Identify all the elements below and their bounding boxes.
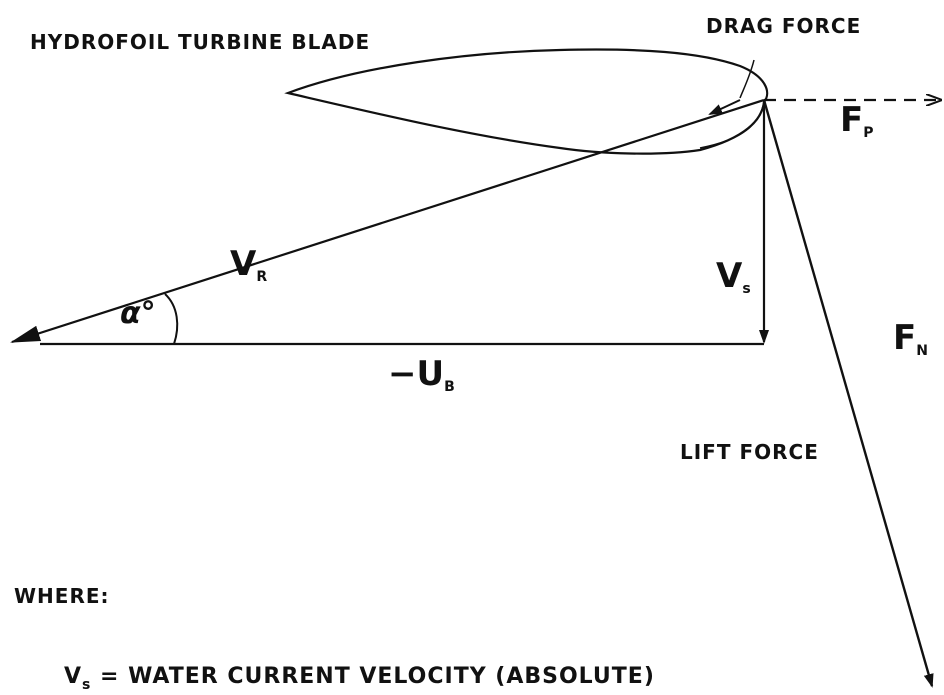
fn-main: F	[893, 318, 917, 358]
fn-sub: N	[916, 343, 928, 359]
hydrofoil-outline	[284, 48, 769, 155]
fp-sub: P	[863, 125, 874, 141]
ub-label: −UB	[388, 354, 455, 395]
ub-sub: B	[444, 379, 455, 395]
vs-sub: s	[742, 281, 751, 297]
where-heading: WHERE:	[14, 584, 110, 608]
fn-lift-vector	[762, 99, 934, 688]
vs-label: Vs	[716, 256, 751, 297]
vr-vector	[10, 98, 765, 344]
legend-line-vs: Vs = WATER CURRENT VELOCITY (ABSOLUTE)	[64, 664, 655, 693]
fp-main: F	[840, 100, 864, 140]
legend-vs-sub: s	[82, 677, 92, 693]
vs-main: V	[716, 256, 743, 296]
legend-vs-text: = WATER CURRENT VELOCITY (ABSOLUTE)	[100, 664, 655, 689]
fp-label: FP	[840, 100, 874, 141]
diagram-title: HYDROFOIL TURBINE BLADE	[30, 30, 371, 54]
legend-vs-symbol: V	[64, 664, 83, 689]
alpha-symbol: α°	[120, 296, 156, 331]
vr-label: VR	[230, 244, 267, 285]
alpha-label: α°	[120, 296, 156, 331]
drag-force-leader	[739, 59, 755, 99]
ub-main: −U	[388, 354, 445, 394]
lift-force-label: LIFT FORCE	[680, 440, 819, 464]
drag-force-label: DRAG FORCE	[706, 14, 862, 38]
hydrofoil-camber-line	[699, 101, 765, 149]
vr-sub: R	[256, 269, 268, 285]
vr-main: V	[230, 244, 257, 284]
fn-label: FN	[893, 318, 928, 359]
drag-force-arrow	[708, 99, 741, 115]
alpha-angle-arc	[164, 293, 179, 345]
